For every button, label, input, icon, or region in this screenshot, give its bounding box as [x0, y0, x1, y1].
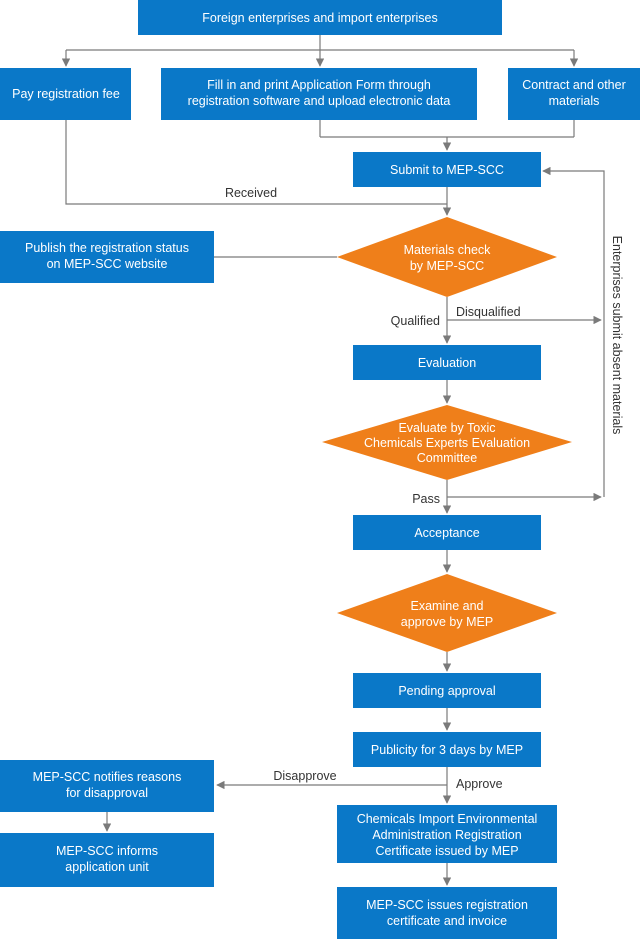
- node-pending: Pending approval: [353, 673, 541, 708]
- node-pending-text: Pending approval: [398, 684, 495, 698]
- node-publicity-text: Publicity for 3 days by MEP: [371, 743, 523, 757]
- connectors: [61, 35, 605, 886]
- label-pass: Pass: [412, 492, 440, 506]
- node-form-text: Fill in and print Application Form throu…: [188, 78, 451, 108]
- label-approve: Approve: [456, 777, 503, 791]
- connector-fee-received: [65, 120, 447, 205]
- node-publicity: Publicity for 3 days by MEP: [353, 732, 541, 767]
- node-fee-text: Pay registration fee: [12, 87, 120, 101]
- node-evaluation: Evaluation: [353, 345, 541, 380]
- label-qualified: Qualified: [391, 314, 440, 328]
- label-received: Received: [225, 186, 277, 200]
- label-absent-materials: Enterprises submit absent materials: [610, 236, 624, 435]
- label-disapprove: Disapprove: [273, 769, 336, 783]
- node-acceptance: Acceptance: [353, 515, 541, 550]
- node-start-text: Foreign enterprises and import enterpris…: [202, 11, 438, 25]
- node-acceptance-text: Acceptance: [414, 526, 479, 540]
- connector-absent-materials-loop: [542, 166, 605, 497]
- node-submit-text: Submit to MEP-SCC: [390, 163, 504, 177]
- node-evaluation-text: Evaluation: [418, 356, 476, 370]
- label-disqualified: Disqualified: [456, 305, 521, 319]
- node-form: Fill in and print Application Form throu…: [161, 68, 477, 120]
- node-fee: Pay registration fee: [0, 68, 131, 120]
- node-submit: Submit to MEP-SCC: [353, 152, 541, 187]
- node-start: Foreign enterprises and import enterpris…: [138, 0, 502, 35]
